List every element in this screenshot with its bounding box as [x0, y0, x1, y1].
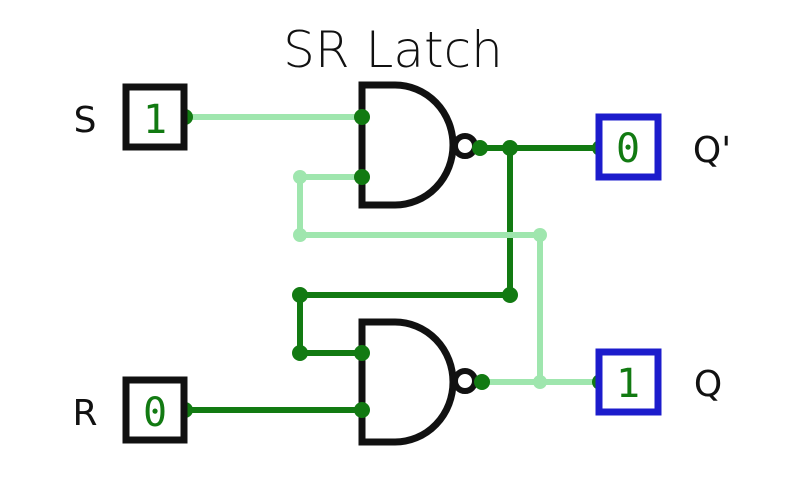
- output-q-value: 1: [616, 361, 640, 407]
- input-r[interactable]: 0: [122, 376, 188, 444]
- input-s[interactable]: 1: [122, 83, 188, 151]
- junction-fb-mid-right: [533, 228, 547, 242]
- junction-fb2-right: [502, 287, 518, 303]
- output-q-label: Q: [694, 364, 722, 405]
- input-s-value: 1: [143, 97, 167, 143]
- wire-q-feedback: [297, 174, 543, 385]
- junction-nand1-in-b: [354, 169, 370, 185]
- diagram-title: SR Latch: [283, 21, 503, 79]
- input-r-value: 0: [143, 390, 167, 436]
- junction-nand1-out: [472, 140, 488, 156]
- junction-q-split: [533, 375, 547, 389]
- junction-fb2-bottom: [292, 345, 308, 361]
- wires-high: [182, 114, 603, 385]
- junction-nand2-in-a: [354, 345, 370, 361]
- junction-qbar-split: [502, 140, 518, 156]
- nand-top-bubble: [452, 133, 478, 159]
- output-qbar-value: 0: [616, 126, 640, 172]
- output-qbar: 0: [595, 113, 662, 181]
- nand-gate-bottom: [358, 318, 478, 446]
- junction-fb2-left: [292, 287, 308, 303]
- output-qbar-label: Q': [693, 130, 731, 171]
- input-r-label: R: [72, 393, 97, 434]
- input-s-label: S: [74, 100, 97, 141]
- junction-nand2-in-b: [354, 402, 370, 418]
- junction-nand2-out: [474, 374, 490, 390]
- junction-nand1-in-a: [354, 109, 370, 125]
- nand-bottom-bubble: [452, 368, 478, 394]
- output-q: 1: [595, 348, 662, 416]
- junction-fb-mid-left: [293, 228, 307, 242]
- nand-gate-top: [358, 81, 478, 209]
- junction-fb-top-left: [293, 170, 307, 184]
